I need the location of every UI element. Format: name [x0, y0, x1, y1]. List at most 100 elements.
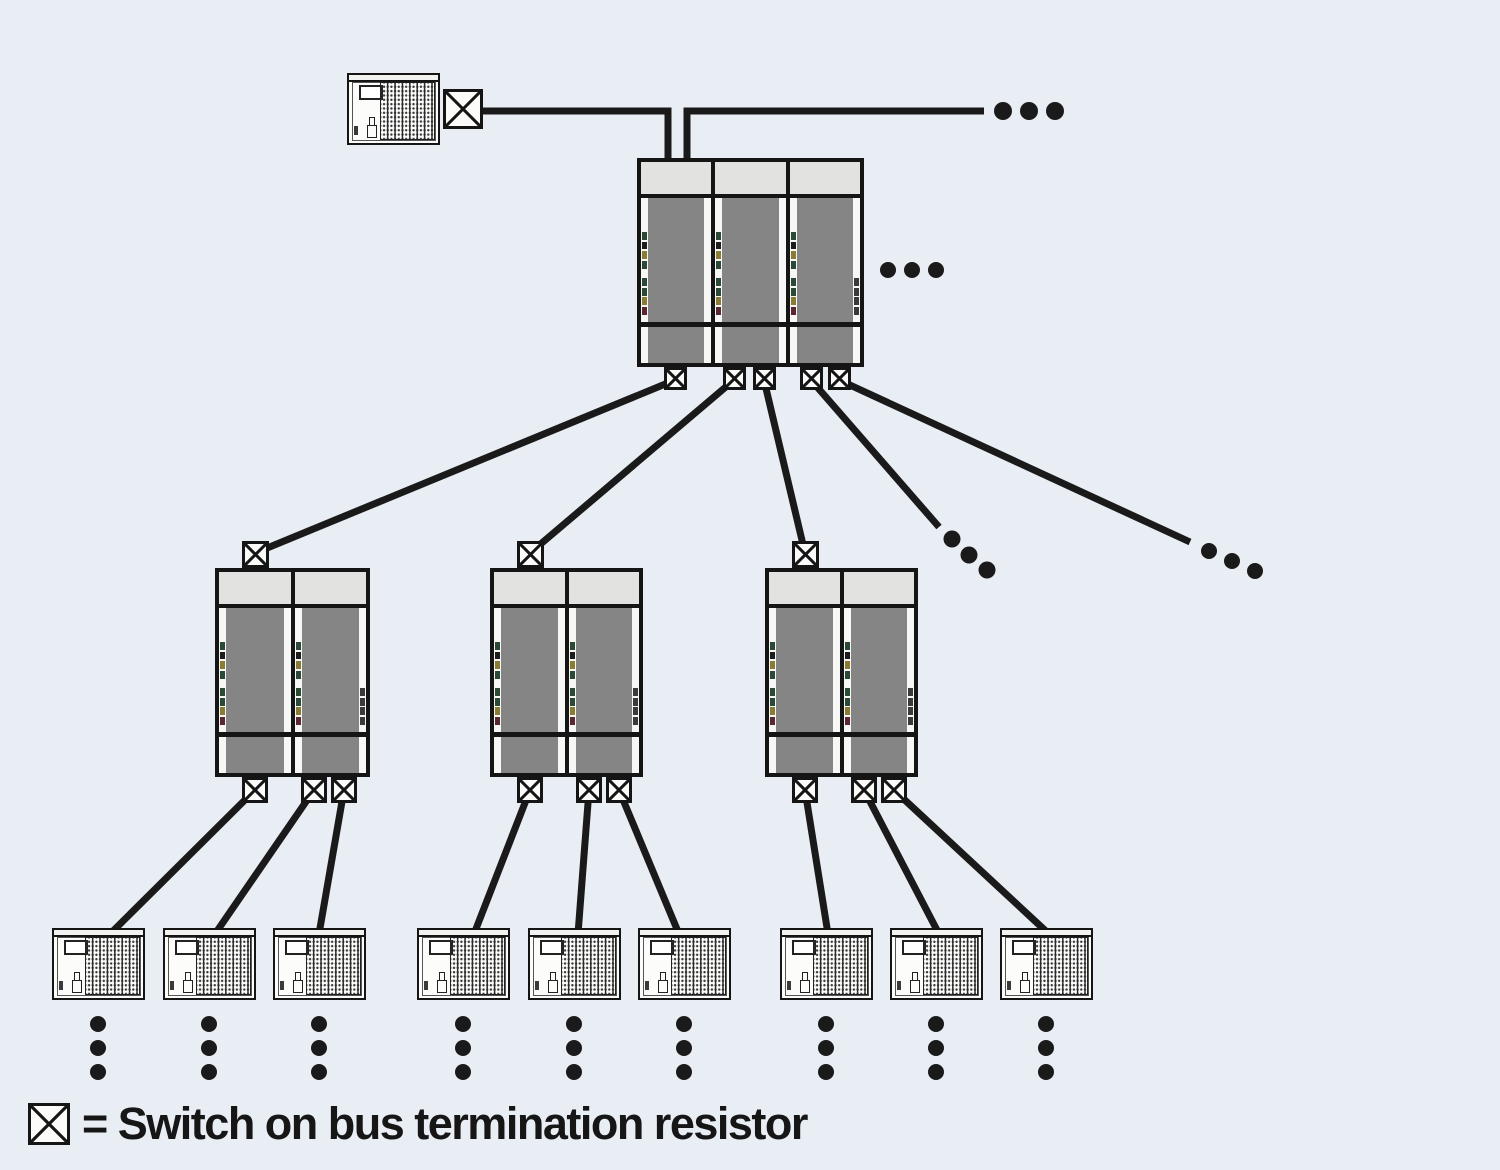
status-led	[495, 671, 500, 679]
station-continue-ellipsis	[566, 1016, 582, 1032]
x-cross-icon	[795, 544, 816, 565]
termination-switch-6	[241, 541, 269, 568]
station-device-2	[163, 928, 256, 1000]
termination-switch-9	[242, 777, 268, 803]
status-led	[495, 688, 500, 696]
termination-switch-4	[799, 367, 823, 390]
device-io-modules	[1033, 937, 1088, 995]
status-led	[770, 651, 775, 660]
station-device-6	[638, 928, 731, 1000]
dist3-to-station7	[801, 789, 832, 935]
distribution-device-1-module-1	[219, 572, 291, 773]
x-cross-icon	[756, 370, 773, 387]
x-cross-icon	[854, 780, 874, 800]
device-lid	[1002, 930, 1091, 937]
status-led	[844, 688, 850, 696]
device-io-modules	[380, 82, 435, 140]
module-panel-lower	[722, 327, 779, 363]
x-cross-icon	[446, 92, 480, 126]
status-led	[908, 688, 913, 696]
hub-continue-ellipsis	[880, 262, 896, 278]
device-lid	[640, 930, 729, 937]
device-connector	[183, 980, 193, 993]
termination-switch-3	[752, 367, 776, 390]
status-led	[790, 251, 796, 259]
x-cross-icon	[304, 780, 324, 800]
station-continue-ellipsis	[928, 1016, 944, 1032]
status-led	[844, 671, 850, 679]
module-panel-lower	[648, 327, 705, 363]
module-panel-upper	[301, 608, 359, 732]
station-continue-ellipsis	[455, 1064, 471, 1080]
status-led	[495, 697, 500, 706]
branch-ellipsis-2	[1201, 543, 1217, 559]
device-chip	[1006, 981, 1011, 990]
x-cross-icon	[245, 544, 266, 565]
station-continue-ellipsis	[201, 1016, 217, 1032]
status-led	[633, 697, 638, 706]
status-led	[295, 688, 301, 696]
status-led	[770, 642, 775, 650]
hub-to-more-2	[837, 376, 1192, 546]
station-continue-ellipsis	[928, 1064, 944, 1080]
distribution-device-2-module-1	[494, 572, 565, 773]
status-led	[770, 671, 775, 679]
status-led	[853, 287, 859, 296]
station-continue-ellipsis	[676, 1040, 692, 1056]
status-led	[770, 716, 775, 725]
module-panel-upper	[575, 608, 632, 732]
status-led	[360, 697, 365, 706]
status-led	[642, 306, 647, 315]
status-led	[642, 241, 647, 250]
station-device-9	[1000, 928, 1093, 1000]
station-continue-ellipsis	[90, 1064, 106, 1080]
station-continue-ellipsis	[311, 1016, 327, 1032]
status-led	[633, 688, 638, 696]
branch-ellipsis-1	[943, 530, 961, 548]
device-connector	[437, 980, 447, 993]
status-led	[844, 642, 850, 650]
termination-switch-14	[606, 777, 632, 803]
branch-ellipsis-1	[960, 546, 978, 564]
status-led	[220, 651, 225, 660]
status-led	[844, 707, 850, 715]
status-led	[295, 661, 301, 669]
status-led	[360, 707, 365, 715]
termination-switch-17	[881, 777, 907, 803]
distribution-device-1-module-2	[294, 572, 366, 773]
module-separator	[294, 732, 366, 737]
device-connector	[658, 980, 668, 993]
station-device-1	[52, 928, 145, 1000]
device-chip	[353, 126, 358, 135]
status-led	[495, 716, 500, 725]
module-panel-upper	[796, 198, 853, 322]
station-continue-ellipsis	[1038, 1016, 1054, 1032]
distribution-device-1	[215, 568, 370, 777]
status-led	[220, 707, 225, 715]
station-continue-ellipsis	[1038, 1064, 1054, 1080]
station-continue-ellipsis	[1038, 1040, 1054, 1056]
device-io-modules	[196, 937, 251, 995]
device-lid	[530, 930, 619, 937]
device-io-modules	[306, 937, 361, 995]
termination-switch-7	[516, 541, 544, 568]
x-cross-icon	[245, 780, 265, 800]
module-separator	[769, 732, 840, 737]
device-lid	[275, 930, 364, 937]
distribution-device-2	[490, 568, 643, 777]
status-led	[716, 251, 722, 259]
station-continue-ellipsis	[676, 1064, 692, 1080]
status-led	[908, 707, 913, 715]
station-continue-ellipsis	[311, 1064, 327, 1080]
device-io-modules	[450, 937, 505, 995]
status-led	[642, 251, 647, 259]
module-header	[641, 162, 712, 198]
bus-line-in	[482, 107, 672, 162]
module-separator	[494, 732, 565, 737]
status-led	[295, 671, 301, 679]
termination-switch-12	[517, 777, 543, 803]
device-lid	[349, 75, 438, 82]
status-led	[220, 642, 225, 650]
status-led	[853, 306, 859, 315]
hub-to-dist2	[527, 377, 737, 556]
